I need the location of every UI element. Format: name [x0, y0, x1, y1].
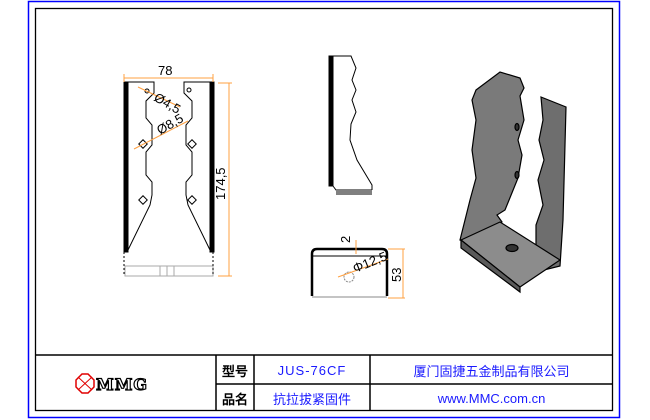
- front-view: [123, 81, 215, 277]
- model-value: JUS-76CF: [277, 362, 347, 378]
- isometric-view: [459, 71, 567, 294]
- front-dimensions: [123, 74, 232, 277]
- mmg-logo: MMG: [75, 373, 148, 395]
- name-label: 品名: [221, 391, 248, 407]
- inner-border: [34, 7, 614, 412]
- height-dimension: 174,5: [213, 167, 228, 200]
- model-label: 型号: [221, 363, 248, 379]
- bottom-dimensions: [337, 240, 405, 299]
- company-name: 厦门固捷五金制品有限公司: [413, 363, 570, 379]
- website: www.MMC.com.cn: [437, 390, 546, 406]
- bottom-view: [310, 247, 389, 298]
- title-block-grid: [35, 354, 613, 411]
- outer-border: [27, 0, 621, 419]
- large-hole-dimension: Ø8,5: [154, 111, 186, 138]
- logo-text: MMG: [96, 375, 148, 394]
- width-dimension: 78: [158, 63, 172, 78]
- side-view: [328, 55, 373, 195]
- seat-depth-dimension: 53: [389, 268, 404, 282]
- thickness-dimension: 2: [338, 236, 353, 243]
- product-name: 抗拉拔紧固件: [272, 391, 351, 407]
